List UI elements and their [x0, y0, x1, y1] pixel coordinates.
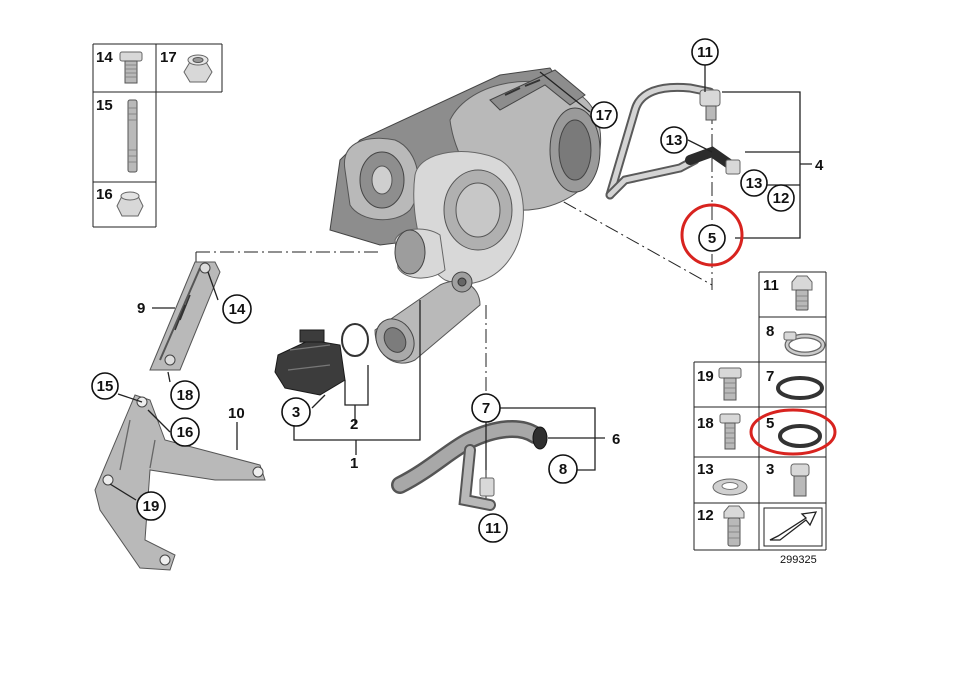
legend-right-label-19: 19: [697, 368, 714, 385]
callout-11-bottom: 11: [485, 520, 501, 537]
legend-right-label-11: 11: [763, 277, 779, 294]
nut-16-icon: [116, 191, 144, 217]
hose-clamp-8-icon: [783, 331, 826, 357]
banjo-bolt-12-icon: [723, 505, 745, 547]
callout-10: 10: [228, 405, 245, 422]
callout-4: 4: [815, 157, 824, 174]
banjo-bolt-11-icon: [791, 275, 813, 311]
callout-18: 18: [177, 387, 194, 404]
nut-17-icon: [183, 54, 213, 83]
callout-1: 1: [350, 455, 358, 472]
callout-13-upper: 13: [666, 132, 683, 149]
legend-left-grid: 14 17 15 16: [92, 43, 223, 228]
bolt-19-icon: [718, 367, 742, 401]
legend-right-label-7: 7: [766, 368, 774, 385]
legend-left-label-14: 14: [96, 49, 113, 66]
callout-17: 17: [596, 107, 613, 124]
callout-2: 2: [350, 416, 358, 433]
callout-11-top: 11: [697, 44, 713, 61]
highlight-circle-seal-ring-5: [749, 408, 837, 456]
highlight-circle-callout-5: [680, 203, 744, 267]
legend-right-label-5: 5: [766, 415, 774, 432]
callout-15: 15: [97, 378, 114, 395]
callout-9: 9: [137, 300, 145, 317]
bracket-10-illustration: [94, 394, 266, 571]
bolt-18-icon: [719, 413, 741, 450]
legend-right-label-3: 3: [766, 461, 774, 478]
catalog-number: 299325: [780, 554, 817, 566]
bracket-9-illustration: [149, 261, 221, 371]
callouts: 11 17 13 13 12 4 5 9 14 15 18 16 19 10 3…: [91, 38, 824, 543]
callout-5: 5: [708, 230, 716, 247]
callout-8: 8: [559, 461, 567, 478]
socket-bolt-3-icon: [790, 463, 810, 497]
callout-14: 14: [229, 301, 246, 318]
legend-left-label-16: 16: [96, 186, 113, 203]
callout-6: 6: [612, 431, 620, 448]
callout-19: 19: [143, 498, 160, 515]
arrow-symbol-icon: [763, 507, 823, 547]
assembly-center-lines: [195, 110, 713, 500]
washer-13-icon: [712, 478, 748, 496]
seal-ring-5-icon: [778, 424, 822, 448]
stud-15-icon: [127, 99, 138, 173]
callout-7: 7: [482, 400, 490, 417]
leader-lines: [109, 63, 812, 501]
callout-12: 12: [773, 190, 790, 207]
callout-16: 16: [177, 424, 194, 441]
legend-left-label-17: 17: [160, 49, 177, 66]
legend-right-label-13: 13: [697, 461, 714, 478]
turbocharger-illustration: [329, 67, 602, 364]
legend-right-label-18: 18: [697, 415, 714, 432]
callout-13-lower: 13: [746, 175, 763, 192]
legend-right-label-12: 12: [697, 507, 714, 524]
bolt-14-icon: [119, 51, 143, 84]
legend-right-grid: 11 8 19 7 18 5 13 3 12: [693, 271, 827, 566]
intake-pipe-6-illustration: [391, 420, 548, 511]
legend-right-label-8: 8: [766, 323, 774, 340]
seal-ring-7-icon: [776, 376, 824, 400]
legend-left-label-15: 15: [96, 97, 113, 114]
actuator-3-illustration: [274, 329, 346, 396]
callout-3: 3: [292, 404, 300, 421]
gasket-2-ring-icon: [341, 323, 369, 357]
